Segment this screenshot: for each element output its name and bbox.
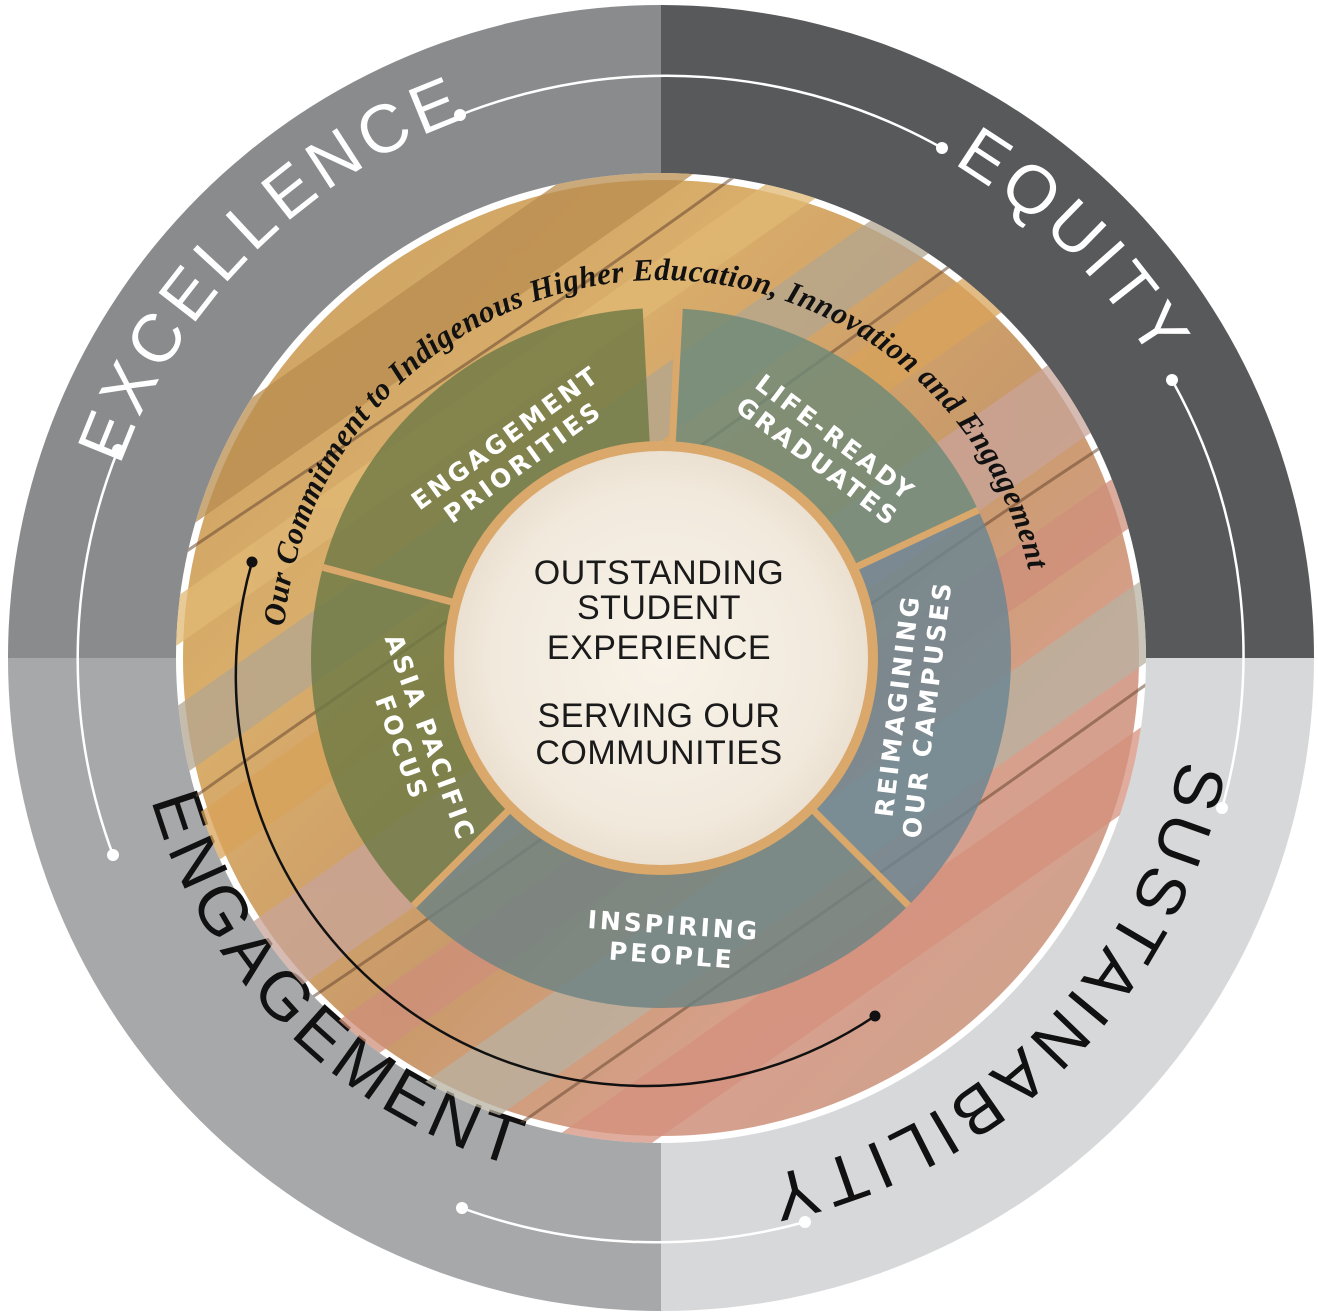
ring-connector-dots — [107, 109, 1228, 1228]
centre-line-4: SERVING OUR — [538, 697, 781, 735]
centre-line-3: EXPERIENCE — [547, 629, 771, 667]
pillar-divider — [322, 564, 463, 609]
pillar-wedge-engagement-priorities — [322, 308, 651, 605]
centre-line-5: COMMUNITIES — [535, 734, 782, 772]
pillar-dividers — [322, 308, 980, 908]
centre-circle — [444, 441, 878, 875]
centre-text: OUTSTANDING STUDENT EXPERIENCE SERVING O… — [534, 554, 784, 772]
pillar-wedge-asia-pacific-focus — [311, 567, 516, 906]
commitment-arc — [234, 561, 876, 1088]
ring-connectors — [76, 74, 1245, 1244]
strategic-pillars-ring — [311, 308, 1011, 1008]
centre-line-1: OUTSTANDING — [534, 554, 784, 592]
pillar-wedge-life-ready-graduates — [671, 308, 979, 571]
commitment-arc-end-dot — [869, 1010, 881, 1022]
commitment-arc-start-dot — [246, 556, 258, 568]
pillar-divider — [668, 308, 683, 453]
pillar-divider — [846, 506, 980, 575]
centre-line-2: STUDENT — [577, 589, 741, 627]
pillar-wedge-reimagining-our-campuses — [806, 510, 1011, 906]
pillar-wedge-inspiring-people — [413, 803, 909, 1008]
pillar-divider — [411, 801, 518, 908]
pillar-divider — [804, 801, 911, 908]
